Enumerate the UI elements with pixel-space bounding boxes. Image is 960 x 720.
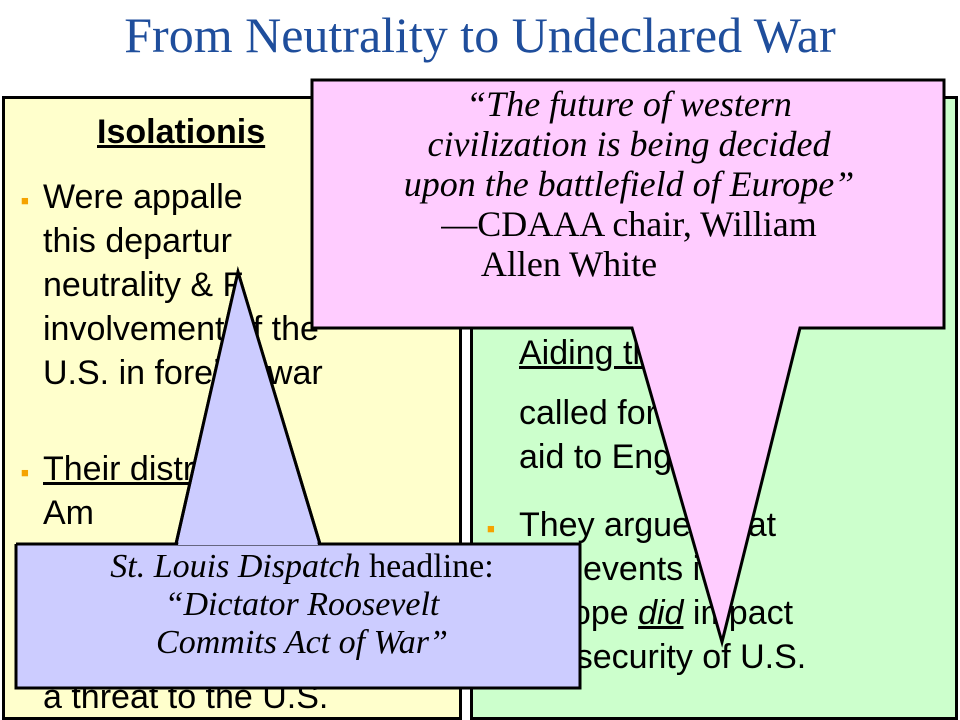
- slide-title: From Neutrality to Undeclared War: [124, 7, 836, 63]
- quote-line-1: “The future of western: [466, 84, 792, 124]
- newspaper-name: St. Louis Dispatch: [110, 548, 361, 585]
- left-line-5: U.S. in foreign war: [43, 354, 323, 392]
- headline-line-1: “Dictator Roosevelt: [164, 586, 440, 623]
- blue-callout-pointer-edge: [174, 266, 322, 545]
- bullet-icon: ■: [21, 193, 29, 208]
- quote-attribution: —CDAAA chair, William: [441, 204, 817, 244]
- left-line-4: involvement of the: [43, 310, 319, 348]
- quote-attribution-name: Allen White: [480, 244, 658, 284]
- headline-label: headline:: [360, 548, 494, 585]
- left-line-2: this departur: [43, 222, 232, 260]
- quote-line-2: civilization is being decided: [427, 124, 831, 164]
- quote-line-3: upon the battlefield of Europe”: [403, 164, 855, 204]
- headline-line-2: Commits Act of War”: [156, 624, 448, 661]
- left-line-3: neutrality & F: [43, 266, 244, 304]
- left-line-1: Were appalle: [43, 178, 243, 216]
- dispatch-headline-quote: St. Louis Dispatch headline: “Dictator R…: [22, 548, 582, 662]
- bullet-icon: ■: [487, 521, 495, 536]
- bullet-icon: ■: [21, 465, 29, 480]
- william-allen-white-quote: “The future of western civilization is b…: [316, 84, 942, 284]
- pink-callout-bubble: [310, 78, 946, 648]
- isolationists-header: Isolationis: [97, 113, 266, 151]
- blue-callout-pointer: [178, 272, 318, 545]
